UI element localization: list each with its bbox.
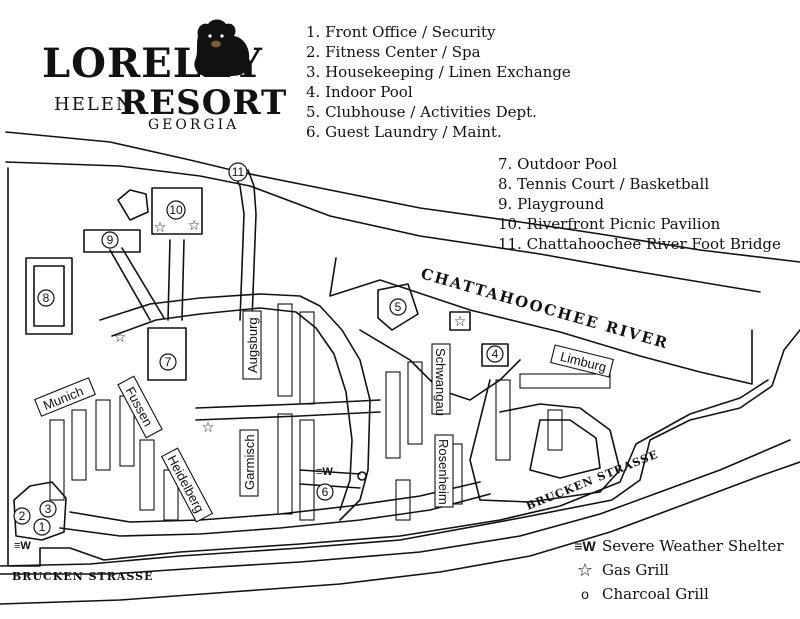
indoor-pool xyxy=(481,343,509,367)
property-boundary xyxy=(7,167,769,567)
black-bear-icon xyxy=(194,19,250,76)
key-row-gas-grill: ☆ Gas Grill xyxy=(568,558,784,582)
amenity-item: 7. Outdoor Pool xyxy=(498,155,618,173)
brucken-strasse-road xyxy=(0,439,791,575)
river-east-bank xyxy=(0,329,800,567)
lower-road xyxy=(59,493,491,537)
gas-grill-star: ☆ xyxy=(154,219,167,235)
symbol-key: ≡W Severe Weather Shelter ☆ Gas Grill o … xyxy=(568,534,784,606)
marker-10: 10 xyxy=(169,203,183,217)
amenity-list-top: 1. Front Office / Security 2. Fitness Ce… xyxy=(306,22,571,142)
amenity-item: 10. Riverfront Picnic Pavilion xyxy=(498,215,721,233)
charcoal-grill xyxy=(357,471,367,481)
amenity-item: 11. Chattahoochee River Foot Bridge xyxy=(498,235,781,253)
path-to-playground xyxy=(109,247,165,321)
marker-5: 5 xyxy=(395,300,402,314)
marker-3: 3 xyxy=(45,502,52,516)
gas-grill-symbols: ☆ ☆ ☆ ☆ ☆ xyxy=(114,217,467,435)
building-heidelberg: Heidelberg xyxy=(164,453,207,516)
logo-helen: HELEN xyxy=(54,94,134,115)
resort-logo: LORELEY HELEN RESORT GEORGIA xyxy=(42,14,286,132)
north-road-edge xyxy=(5,161,761,293)
gas-grill-box xyxy=(449,311,471,331)
building-garmisch: Garmisch xyxy=(242,434,257,490)
tennis-court-inner xyxy=(33,265,65,327)
clubhouse xyxy=(377,283,419,331)
footbridge xyxy=(231,169,257,321)
cross-road-1 xyxy=(195,399,381,421)
shelter-icon: ≡W xyxy=(574,538,596,554)
logo-georgia: GEORGIA xyxy=(148,117,240,133)
amenity-markers: 1 2 3 4 5 6 7 8 9 10 11 xyxy=(13,162,504,536)
key-label-gas-grill: Gas Grill xyxy=(602,561,669,579)
amenity-item: 8. Tennis Court / Basketball xyxy=(498,175,710,193)
amenity-item: 5. Clubhouse / Activities Dept. xyxy=(306,103,537,121)
logo-loreley: LORELEY xyxy=(42,40,263,87)
marker-2: 2 xyxy=(19,509,26,523)
amenity-item: 4. Indoor Pool xyxy=(306,83,413,101)
star-icon: ☆ xyxy=(576,559,594,580)
main-loop-road-inner xyxy=(111,307,353,511)
building-rosenheim: Rosenheim xyxy=(436,439,451,505)
north-bank-top xyxy=(5,131,800,263)
brucken-strasse-road-2 xyxy=(0,461,800,605)
path-to-pavilion xyxy=(167,239,185,321)
building-schwangau: Schwangau xyxy=(433,348,448,416)
amenity-item: 6. Guest Laundry / Maint. xyxy=(306,123,502,141)
building-fussen: Fussen xyxy=(123,384,156,429)
shelter-symbol: ≡W xyxy=(14,540,31,552)
gas-grill-star: ☆ xyxy=(454,313,467,329)
amenity-item: 9. Playground xyxy=(498,195,605,213)
shelter-symbols: ≡W ≡W xyxy=(14,466,333,552)
pavilion-annex xyxy=(117,189,149,221)
amenity-item: 3. Housekeeping / Linen Exchange xyxy=(306,63,571,81)
marker-11: 11 xyxy=(232,165,245,179)
amenity-item: 2. Fitness Center / Spa xyxy=(306,43,481,61)
key-row-charcoal-grill: o Charcoal Grill xyxy=(568,582,784,606)
gas-grill-star: ☆ xyxy=(188,217,201,233)
shelter-symbol: ≡W xyxy=(316,466,333,478)
key-label-charcoal-grill: Charcoal Grill xyxy=(602,585,709,603)
lower-road-2 xyxy=(69,481,481,523)
building-augsburg: Augsburg xyxy=(245,317,260,373)
marker-9: 9 xyxy=(107,233,114,247)
tennis-court xyxy=(25,257,73,335)
river-label: CHATTAHOOCHEE RIVER xyxy=(419,265,671,353)
key-row-shelter: ≡W Severe Weather Shelter xyxy=(568,534,784,558)
amenity-list-right: 7. Outdoor Pool 8. Tennis Court / Basket… xyxy=(498,154,781,254)
marker-6: 6 xyxy=(322,485,329,499)
playground-pad xyxy=(83,229,141,253)
logo-resort: RESORT xyxy=(120,83,288,123)
circle-icon: o xyxy=(581,586,589,602)
marker-4: 4 xyxy=(492,347,499,361)
cross-road-2 xyxy=(359,329,521,401)
east-loop xyxy=(469,379,621,503)
townhome-rows xyxy=(49,303,611,521)
key-label-shelter: Severe Weather Shelter xyxy=(602,537,784,555)
street-label-south: BRUCKEN STRASSE xyxy=(12,570,153,583)
marker-7: 7 xyxy=(165,355,172,369)
amenity-item: 1. Front Office / Security xyxy=(306,23,496,41)
gas-grill-star: ☆ xyxy=(202,419,215,435)
pavilion xyxy=(151,187,203,235)
river-south-bank xyxy=(329,257,753,385)
front-office-cluster xyxy=(13,481,67,541)
gas-grill-star: ☆ xyxy=(114,329,127,345)
outdoor-pool xyxy=(147,327,187,381)
marker-8: 8 xyxy=(43,291,50,305)
marker-1: 1 xyxy=(39,520,46,534)
east-loop-inner xyxy=(529,419,601,479)
